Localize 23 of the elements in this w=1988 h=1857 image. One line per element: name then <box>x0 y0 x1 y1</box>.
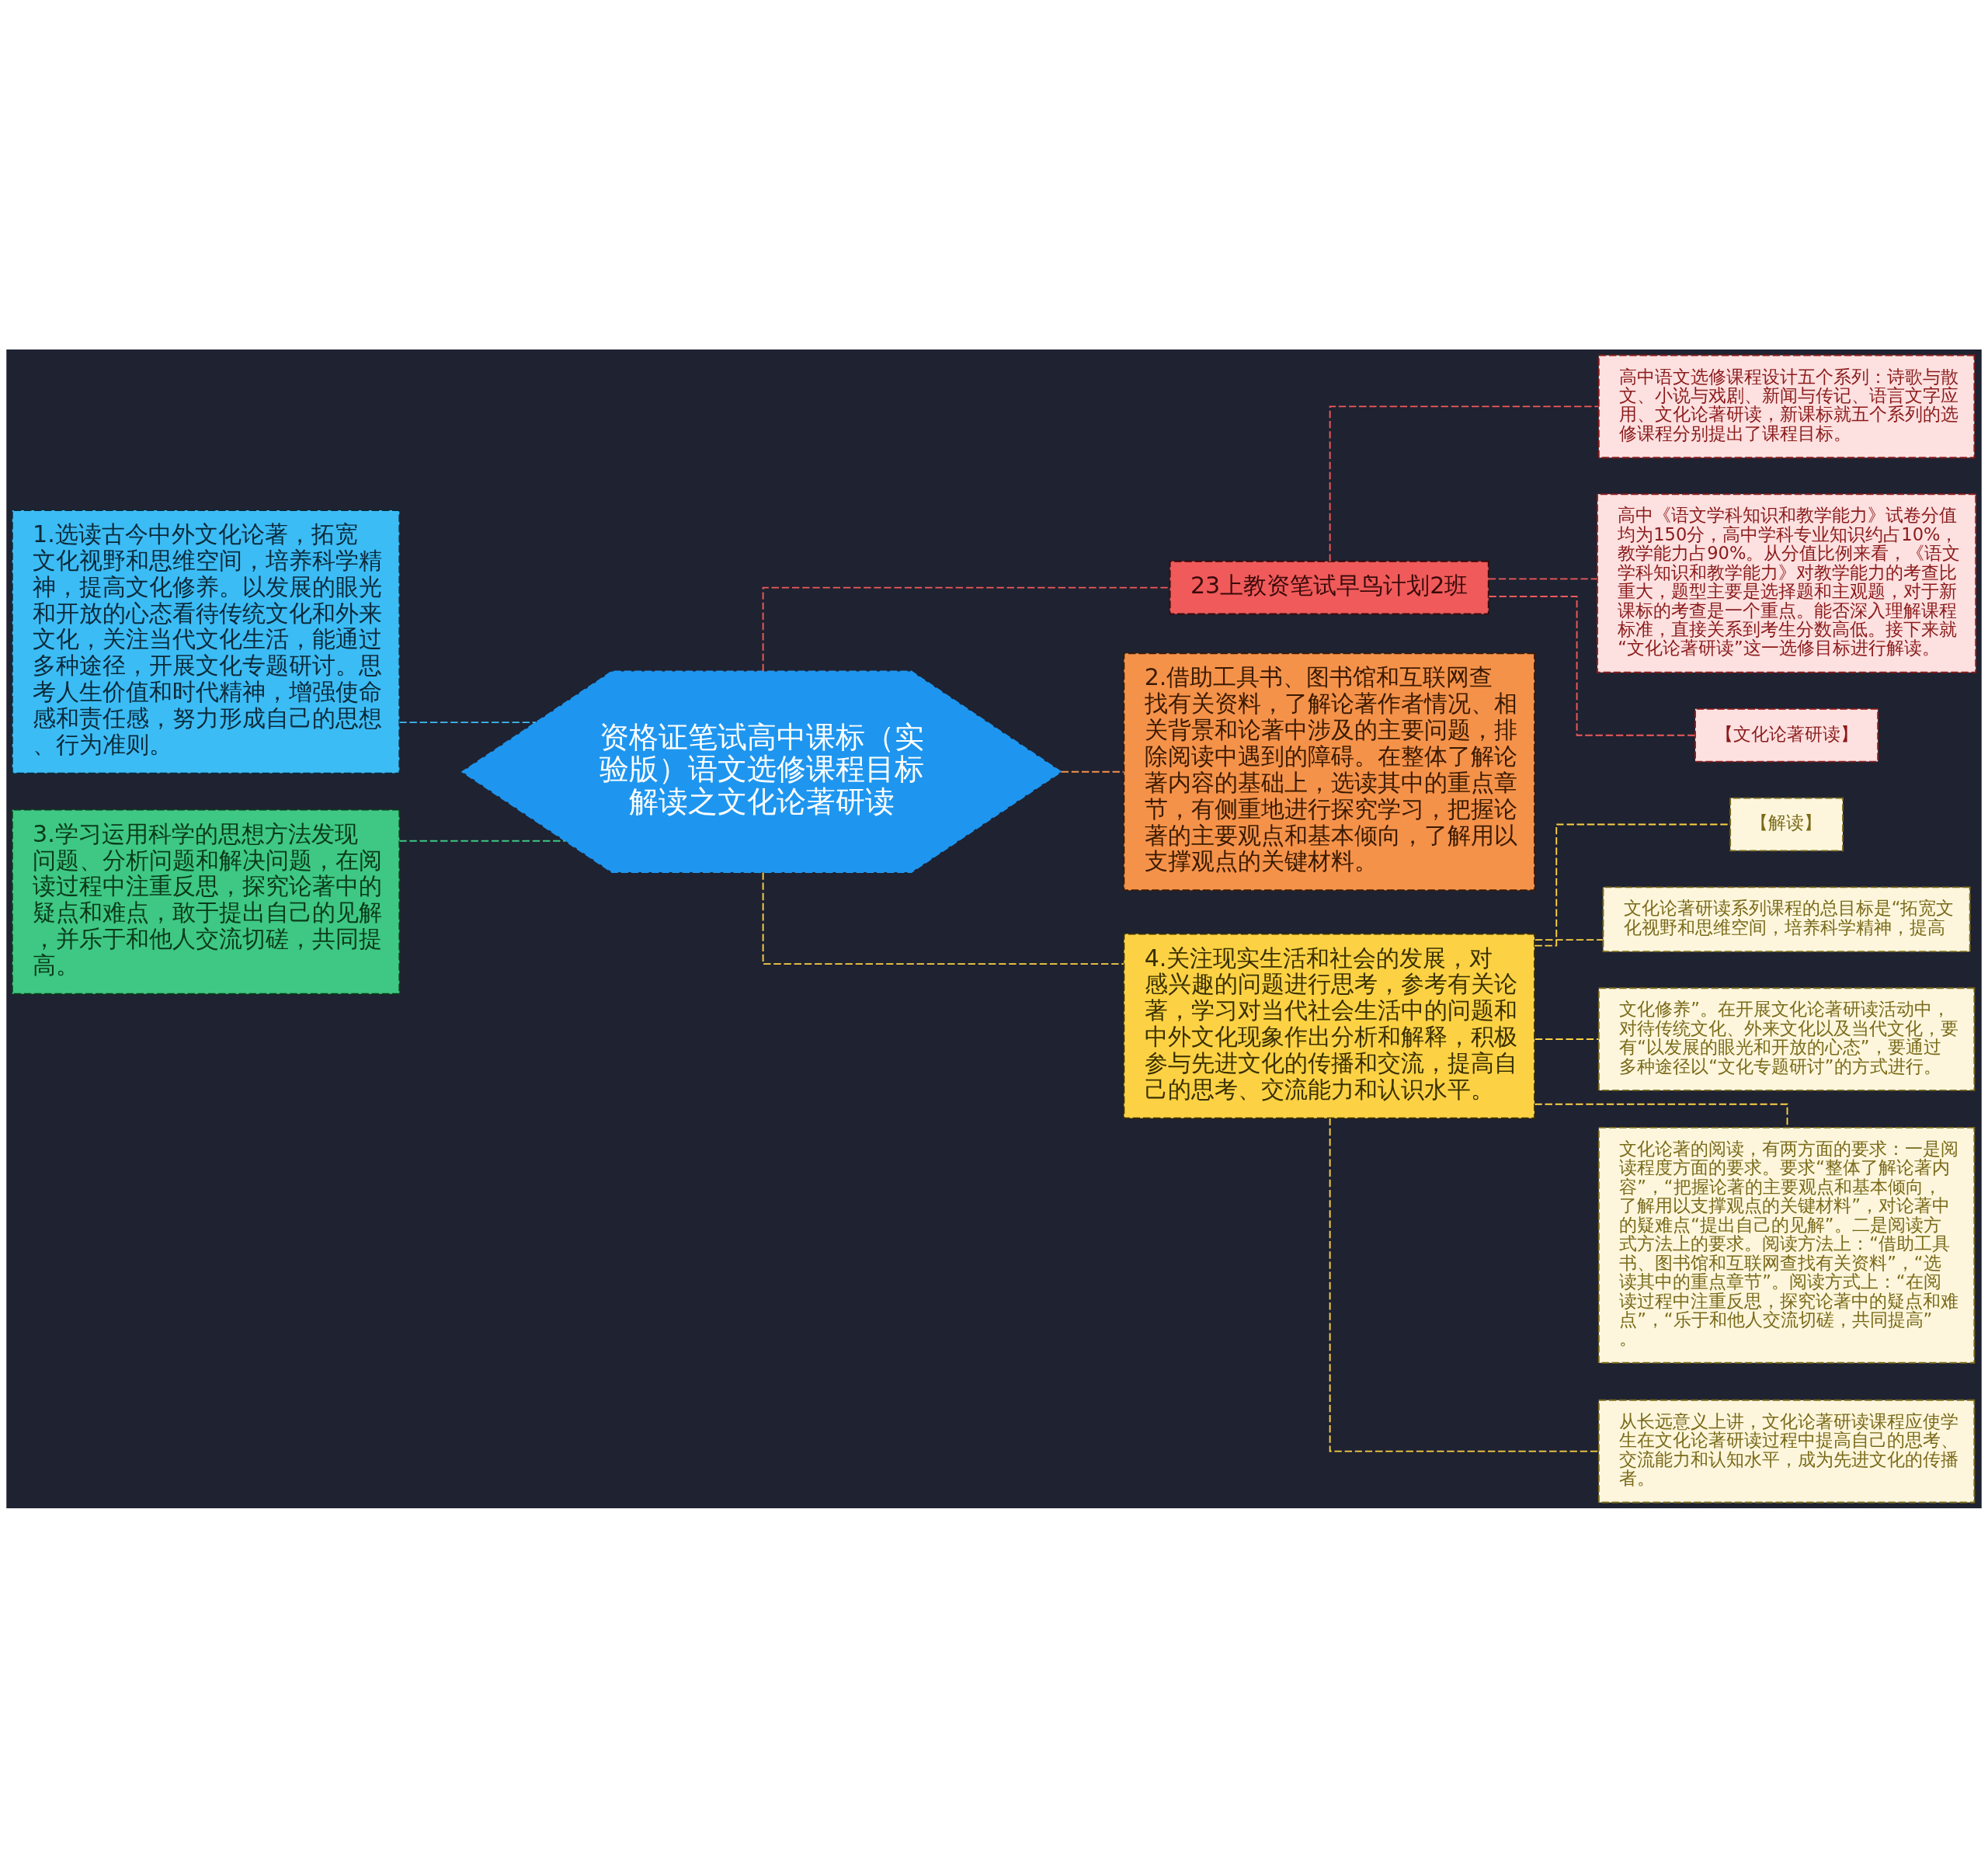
connector <box>398 721 537 723</box>
connector <box>762 871 1124 965</box>
node-box: 文化论著研读系列课程的总目标是“拓宽文化视野和思维空间，培养科学精神，提高 <box>1602 885 1971 952</box>
node-box: 高中语文选修课程设计五个系列：诗歌与散文、小说与戏剧、新闻与传记、语言文字应用、文化论著研读，新课标就五个系列的选修课程分别提出了课程目标。 <box>1597 354 1976 458</box>
node-box: 4.关注现实生活和社会的发展，对感兴趣的问题进行思考，参考有关论著，学习对当代社会生活中的问题和中外文化现象作出分析和解释，积极参与先进文化的传播和交流，提高自己的思考、交流能力和认识水平。 <box>1123 933 1535 1119</box>
node-box: 文化论著的阅读，有两方面的要求：一是阅读程度方面的要求。要求“整体了解论著内容”，“把握论著的主要观点和基本倾向，了解用以支撑观点的关键材料”，对论著中的疑难点“提出自己的见解”。二是阅读方式方法上的要求。阅读方法上：“借助工具书、图书馆和互联网查找有关资料”，“选读其中的重点章节”。阅读方式上：“在阅读过程中注重反思，探究论著中的疑点和难点”，“乐于和他人交流切磋，共同提高”。 <box>1597 1126 1976 1364</box>
connector <box>1329 1117 1599 1452</box>
node-box: 文化修养”。在开展文化论著研读活动中，对待传统文化、外来文化以及当代文化，要有“以发展的眼光和开放的心态”，要通过多种途径以“文化专题研讨”的方式进行。 <box>1597 986 1976 1091</box>
connector <box>1534 1038 1600 1040</box>
node-box: 2.借助工具书、图书馆和互联网查找有关资料，了解论著作者情况、相关背景和论著中涉及的主要问题，排除阅读中遇到的障碍。在整体了解论著内容的基础上，选读其中的重点章节，有侧重地进行探究学习，把握论著的主要观点和基本倾向，了解用以支撑观点的关键材料。 <box>1123 652 1535 891</box>
node-box: 23上教资笔试早鸟计划2班 <box>1169 560 1489 614</box>
node-box: 【解读】 <box>1729 797 1844 851</box>
node-box: 1.选读古今中外文化论著，拓宽文化视野和思维空间，培养科学精神，提高文化修养。以发展的眼光和开放的心态看待传统文化和外来文化，关注当代文化生活，能通过多种途径，开展文化专题研讨。思考人生价值和时代精神，增强使命感和责任感，努力形成自己的思想、行为准则。 <box>11 509 401 774</box>
node-box: 3.学习运用科学的思想方法发现问题、分析问题和解决问题，在阅读过程中注重反思，探究论著中的疑点和难点，敢于提出自己的见解，并乐于和他人交流切磋，共同提高。 <box>11 809 401 995</box>
node-box: 高中《语文学科知识和教学能力》试卷分值均为150分，高中学科专业知识约占10%，教学能力占90%。从分值比例来看，《语文学科知识和教学能力》对教学能力的考查比重大，题型主要是选择题和主观题，对于新课标的考查是一个重点。能否深入理解课程标准，直接关系到考生分数高低。接下来就“文化论著研读”这一选修目标进行解读。 <box>1597 492 1977 673</box>
connector <box>1487 577 1598 579</box>
connector <box>1534 938 1604 941</box>
connector <box>1329 405 1599 562</box>
node-box: 从长远意义上讲，文化论著研读课程应使学生在文化论著研读过程中提高自己的思考、交流能力和认知水平，成为先进文化的传播者。 <box>1597 1399 1976 1503</box>
connector <box>1488 595 1696 736</box>
node-box: 【文化论著研读】 <box>1694 708 1879 762</box>
connector <box>398 840 566 842</box>
connector <box>1060 770 1124 773</box>
